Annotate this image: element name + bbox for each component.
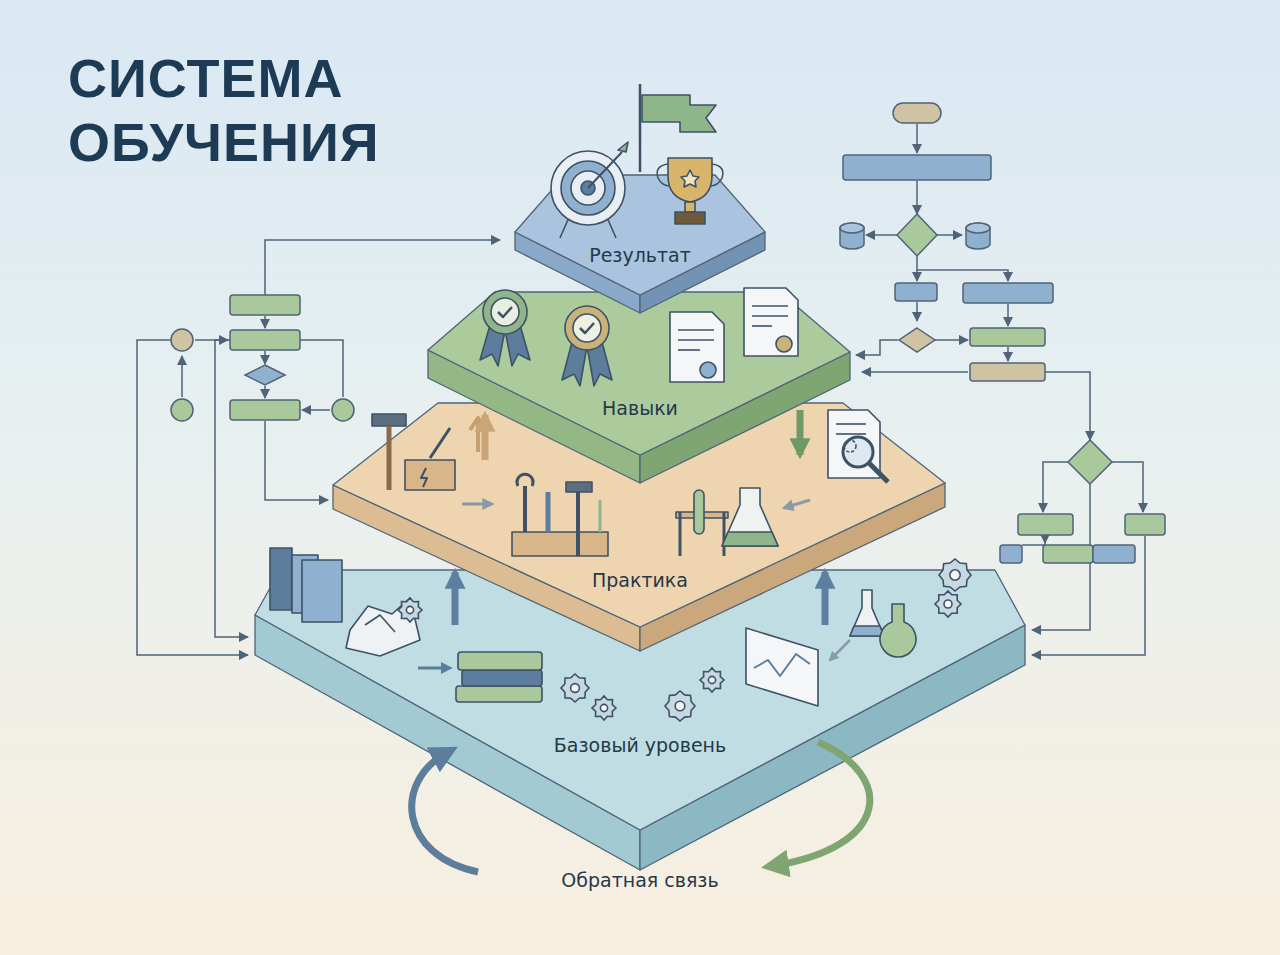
diagram-title: СИСТЕМА ОБУЧЕНИЯ — [68, 46, 488, 174]
layer-label: Базовый уровень — [554, 734, 728, 756]
layer-arrow — [452, 572, 459, 625]
layer-label: Результат — [589, 244, 692, 266]
layer-arrow — [482, 415, 489, 460]
layer-arrow — [822, 572, 829, 625]
layer-slab: Результат — [505, 160, 775, 330]
layer-label: Навыки — [602, 397, 679, 419]
layer-label: Практика — [592, 569, 690, 591]
feedback-label: Обратная связь — [561, 869, 718, 891]
layer-arrow — [797, 410, 804, 455]
